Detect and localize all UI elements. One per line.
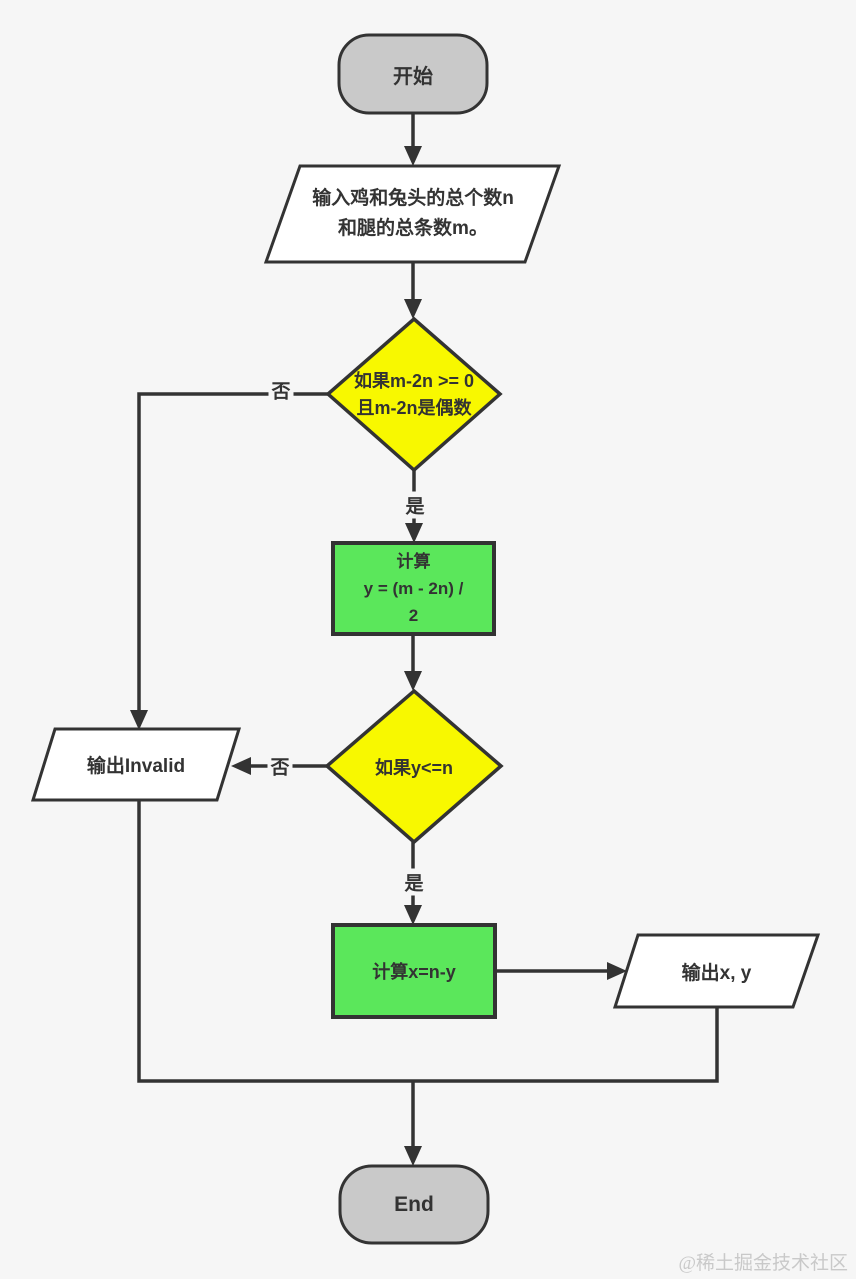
process2-node-shape bbox=[331, 923, 497, 1019]
arrowhead-to-decision2 bbox=[404, 671, 422, 691]
arrowhead-to-input bbox=[404, 146, 422, 166]
start-node-shape bbox=[337, 33, 489, 115]
arrowhead-to-end bbox=[404, 1146, 422, 1166]
decision2-node-shape bbox=[324, 688, 504, 845]
decision1-node-shape bbox=[325, 316, 503, 473]
arrowhead-to-invalid-right bbox=[231, 757, 251, 775]
output-invalid-node-shape bbox=[30, 727, 242, 802]
edge-bottom-merge bbox=[137, 800, 719, 1083]
arrowhead-to-decision1 bbox=[404, 299, 422, 319]
edge-decision1-no bbox=[137, 392, 328, 710]
process1-node-shape bbox=[331, 541, 496, 636]
end-node-shape bbox=[338, 1164, 490, 1245]
arrowhead-to-process1 bbox=[405, 523, 423, 543]
input-node-shape bbox=[263, 164, 562, 264]
arrowhead-to-process2 bbox=[404, 905, 422, 925]
arrowhead-to-output-xy bbox=[607, 962, 627, 980]
output-xy-node-shape bbox=[612, 933, 821, 1009]
arrowhead-to-invalid-top bbox=[130, 710, 148, 730]
